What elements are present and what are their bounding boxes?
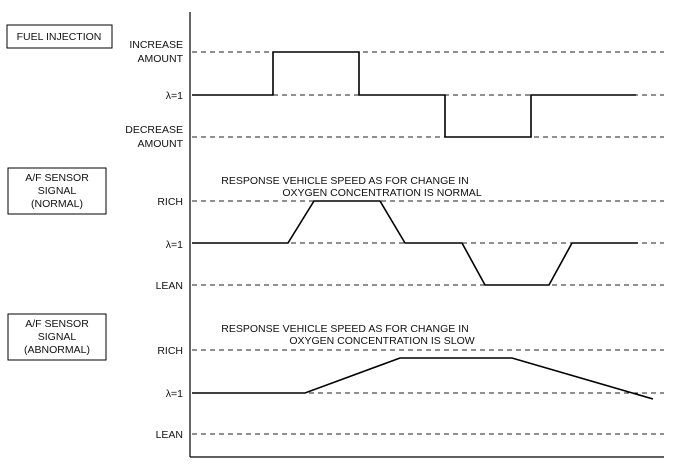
- af-abnormal-lean-label: LEAN: [156, 429, 183, 441]
- af-normal-note-1: RESPONSE VEHICLE SPEED AS FOR CHANGE IN: [221, 175, 468, 187]
- af-normal-rich-label: RICH: [157, 196, 183, 208]
- af-normal-lean-label: LEAN: [156, 280, 183, 292]
- fuel-injection-label: FUEL INJECTION: [17, 31, 102, 43]
- af-abnormal-label-3: (ABNORMAL): [24, 344, 90, 356]
- af-sensor-normal-section: A/F SENSOR SIGNAL (NORMAL) RESPONSE VEHI…: [7, 167, 664, 292]
- af-normal-lambda-label: λ=1: [166, 239, 183, 251]
- af-normal-label-1: A/F SENSOR: [25, 172, 89, 184]
- fuel-lambda-label: λ=1: [166, 90, 183, 102]
- af-abnormal-note-1: RESPONSE VEHICLE SPEED AS FOR CHANGE IN: [221, 323, 468, 335]
- af-normal-note-2: OXYGEN CONCENTRATION IS NORMAL: [282, 187, 481, 199]
- fuel-injection-label-box: [6, 24, 113, 49]
- decrease-amount-label: DECREASE: [125, 124, 183, 136]
- fuel-injection-waveform: [192, 51, 636, 138]
- af-abnormal-rich-label: RICH: [157, 345, 183, 357]
- af-normal-label-box: [7, 167, 107, 215]
- af-abnormal-lambda-label: λ=1: [166, 388, 183, 400]
- af-normal-label-3: (NORMAL): [31, 198, 83, 210]
- af-abnormal-label-1: A/F SENSOR: [25, 318, 89, 330]
- af-normal-waveform: [192, 200, 638, 286]
- af-abnormal-waveform: [192, 357, 654, 400]
- af-sensor-abnormal-section: A/F SENSOR SIGNAL (ABNORMAL) RESPONSE VE…: [7, 313, 664, 441]
- increase-amount-label-2: AMOUNT: [138, 53, 184, 65]
- af-normal-label-2: SIGNAL: [38, 185, 77, 197]
- af-abnormal-label-2: SIGNAL: [38, 331, 77, 343]
- af-abnormal-label-box: [7, 313, 107, 361]
- decrease-amount-label-2: AMOUNT: [138, 138, 184, 150]
- fuel-injection-section: FUEL INJECTION INCREASE AMOUNT λ=1 DECRE…: [6, 24, 664, 150]
- af-abnormal-note-2: OXYGEN CONCENTRATION IS SLOW: [289, 335, 474, 347]
- increase-amount-label: INCREASE: [129, 39, 183, 51]
